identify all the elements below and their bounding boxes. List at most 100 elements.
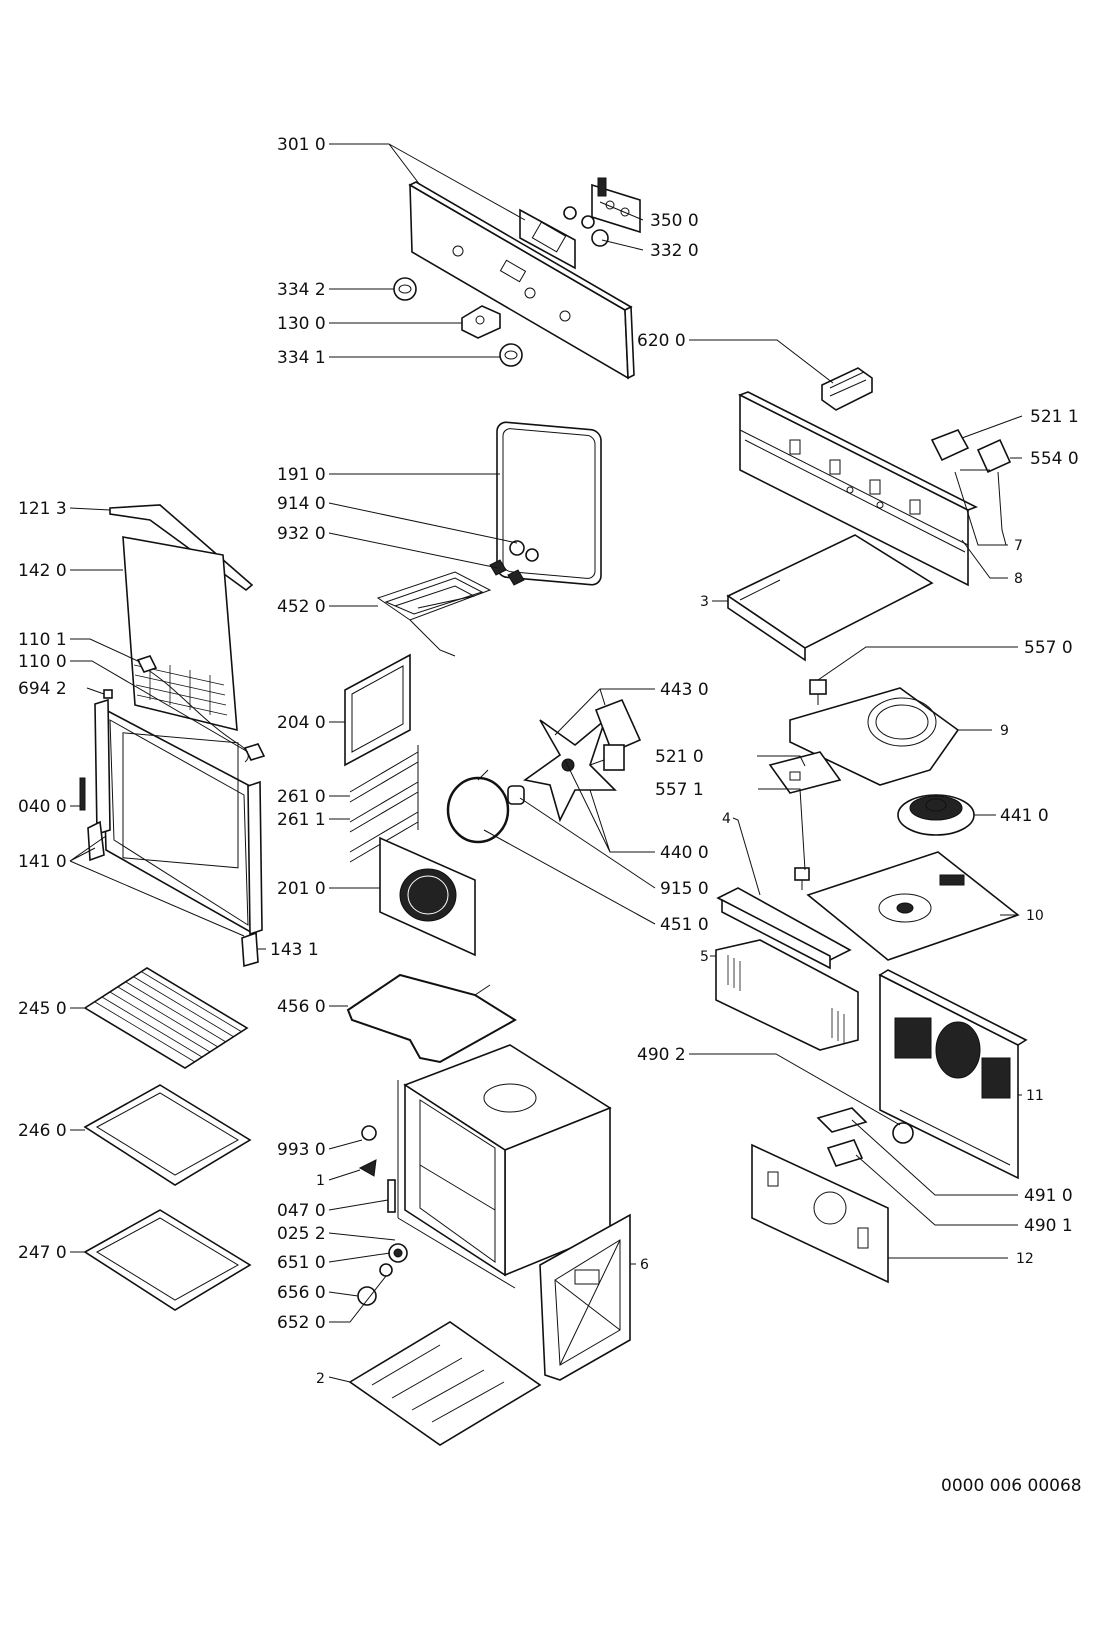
sensor-557-0 <box>809 679 827 705</box>
door-cable <box>136 655 266 763</box>
label-440-0: 440 0 <box>660 843 709 863</box>
label-441-0: 441 0 <box>1000 806 1049 826</box>
screw-993-0 <box>361 1125 377 1141</box>
label-4: 4 <box>722 811 731 827</box>
label-9: 9 <box>1000 723 1009 739</box>
shelf-guides <box>349 745 419 863</box>
label-204-0: 204 0 <box>277 713 326 733</box>
label-651-0: 651 0 <box>277 1253 326 1273</box>
label-993-0: 993 0 <box>277 1140 326 1160</box>
label-521-1: 521 1 <box>1030 407 1079 427</box>
oven-rack <box>83 967 249 1069</box>
label-8: 8 <box>1014 571 1023 587</box>
label-694-2: 694 2 <box>18 679 67 699</box>
label-932-0: 932 0 <box>277 524 326 544</box>
terminal-block <box>821 367 873 411</box>
bottom-plate-2 <box>348 1321 542 1446</box>
bottom-heating-element <box>346 973 517 1064</box>
label-5: 5 <box>700 949 709 965</box>
label-141-0: 141 0 <box>18 852 67 872</box>
label-914-0: 914 0 <box>277 494 326 514</box>
label-554-0: 554 0 <box>1030 449 1079 469</box>
lamp-652-0 <box>379 1263 393 1277</box>
label-261-1: 261 1 <box>277 810 326 830</box>
label-301-0: 301 0 <box>277 135 326 155</box>
label-047-0: 047 0 <box>277 1201 326 1221</box>
switch-490-1 <box>826 1139 864 1167</box>
top-heating-element <box>376 571 492 657</box>
rear-wall-11 <box>878 969 1028 1180</box>
label-040-0: 040 0 <box>18 797 67 817</box>
drip-tray <box>83 1209 252 1311</box>
label-490-1: 490 1 <box>1024 1216 1073 1236</box>
door-hinge-right <box>241 780 263 968</box>
terminal-491-0 <box>816 1107 868 1133</box>
label-443-0: 443 0 <box>660 680 709 700</box>
label-246-0: 246 0 <box>18 1121 67 1141</box>
oven-cavity <box>397 1044 612 1289</box>
baking-tray <box>83 1084 252 1186</box>
sensor-557-1 <box>794 867 810 890</box>
knob-334-1 <box>499 343 523 367</box>
clip-694-2 <box>103 689 113 699</box>
label-191-0: 191 0 <box>277 465 326 485</box>
door-top-trim <box>109 504 254 592</box>
lamp-cover-656-0 <box>357 1286 377 1306</box>
latch-047-0 <box>387 1179 396 1213</box>
knob-334-2 <box>393 277 417 301</box>
label-12: 12 <box>1016 1251 1034 1267</box>
label-334-1: 334 1 <box>277 348 326 368</box>
switch-521-0 <box>768 751 842 794</box>
label-201-0: 201 0 <box>277 879 326 899</box>
label-332-0: 332 0 <box>650 241 699 261</box>
door-hinge-left <box>87 698 111 862</box>
thermostat-554-0 <box>960 438 1012 546</box>
side-panel-6 <box>539 1213 631 1381</box>
part-labels: 301 0 350 0 332 0 334 2 130 0 334 1 620 … <box>18 135 1079 1387</box>
top-rear-panel <box>738 391 978 587</box>
lamp-490-2 <box>892 1122 914 1144</box>
label-11: 11 <box>1026 1088 1044 1104</box>
label-1: 1 <box>316 1173 325 1189</box>
label-142-0: 142 0 <box>18 561 67 581</box>
relay-521-1 <box>930 429 970 462</box>
fan-motor <box>589 698 642 771</box>
label-261-0: 261 0 <box>277 787 326 807</box>
bracket-130-0 <box>461 305 501 339</box>
label-334-2: 334 2 <box>277 280 326 300</box>
label-491-0: 491 0 <box>1024 1186 1073 1206</box>
label-7: 7 <box>1014 538 1023 554</box>
label-245-0: 245 0 <box>18 999 67 1019</box>
label-350-0: 350 0 <box>650 211 699 231</box>
fan-housing <box>789 687 960 786</box>
label-6: 6 <box>640 1257 649 1273</box>
label-130-0: 130 0 <box>277 314 326 334</box>
label-2: 2 <box>316 1371 325 1387</box>
ring-heating-element <box>446 769 510 844</box>
inner-door-frame <box>101 706 257 937</box>
back-panel-12 <box>751 1143 889 1284</box>
vent-bracket-5 <box>715 939 859 1051</box>
label-143-1: 143 1 <box>270 940 319 960</box>
label-10: 10 <box>1026 908 1044 924</box>
outer-door-glass <box>122 536 238 732</box>
label-121-3: 121 3 <box>18 499 67 519</box>
bushing-914-0 <box>509 540 539 562</box>
label-247-0: 247 0 <box>18 1243 67 1263</box>
label-3: 3 <box>700 594 709 610</box>
label-652-0: 652 0 <box>277 1313 326 1333</box>
electronic-module <box>563 177 641 234</box>
leader-lines <box>69 143 1023 1383</box>
label-110-1: 110 1 <box>18 630 67 650</box>
selector-knob-small <box>591 229 609 247</box>
label-025-2: 025 2 <box>277 1224 326 1244</box>
label-110-0: 110 0 <box>18 652 67 672</box>
label-490-2: 490 2 <box>637 1045 686 1065</box>
spacer-915-0 <box>507 785 525 805</box>
label-452-0: 452 0 <box>277 597 326 617</box>
label-456-0: 456 0 <box>277 997 326 1017</box>
oven-door-gasket <box>496 421 602 586</box>
lamp-holder-651-0 <box>388 1243 408 1263</box>
clip-1 <box>358 1159 377 1177</box>
